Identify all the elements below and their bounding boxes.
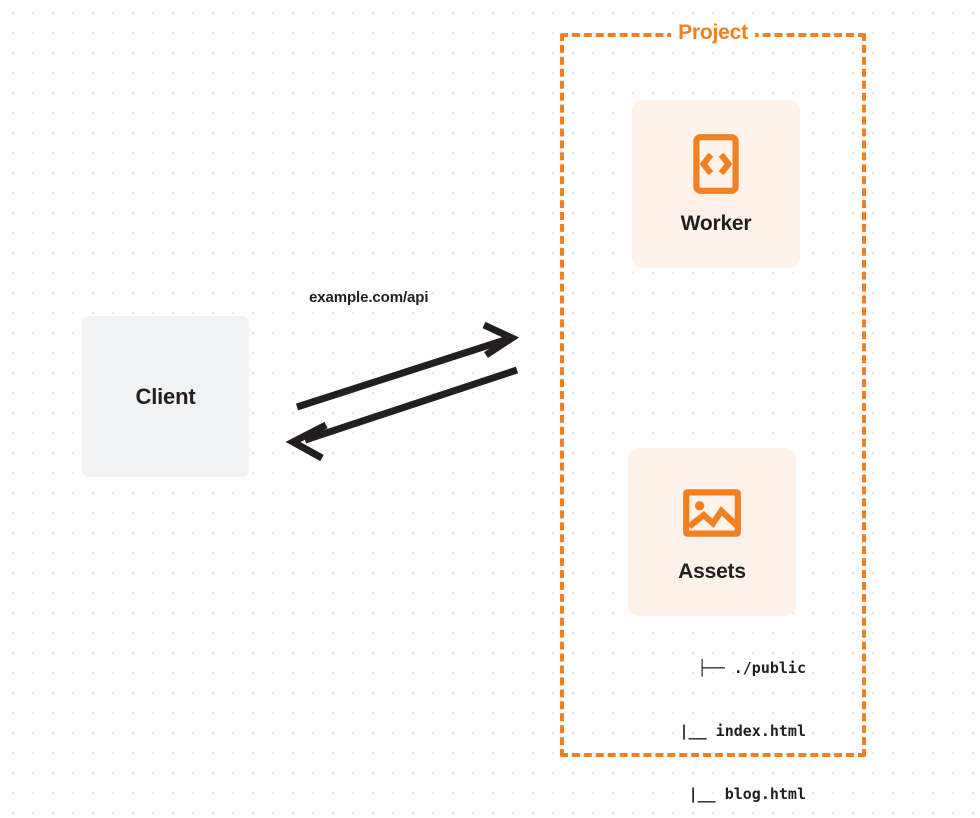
image-icon	[683, 489, 741, 537]
assets-node-label: Assets	[678, 560, 746, 583]
project-title: Project	[671, 21, 755, 45]
arrow-to-client-shaft	[303, 366, 519, 444]
client-node[interactable]: Client	[82, 316, 249, 477]
arrow-to-project-head	[482, 321, 520, 358]
file-tree-row: |__ blog.html	[661, 785, 806, 803]
connection-label: example.com/api	[309, 289, 429, 306]
project-container: Project	[560, 21, 866, 757]
worker-node-label: Worker	[680, 212, 752, 235]
assets-file-tree: ├── ./public |__ index.html |__ blog.htm…	[608, 616, 806, 818]
client-node-label: Client	[135, 383, 196, 409]
assets-node[interactable]: Assets	[628, 448, 796, 616]
file-tree-row: |__ index.html	[661, 722, 806, 740]
worker-node[interactable]: Worker	[632, 100, 800, 268]
code-document-icon	[693, 134, 739, 194]
arrow-to-project-shaft	[295, 336, 507, 411]
file-tree-row: ├── ./public	[697, 659, 806, 677]
arrow-to-client-head	[285, 421, 328, 462]
